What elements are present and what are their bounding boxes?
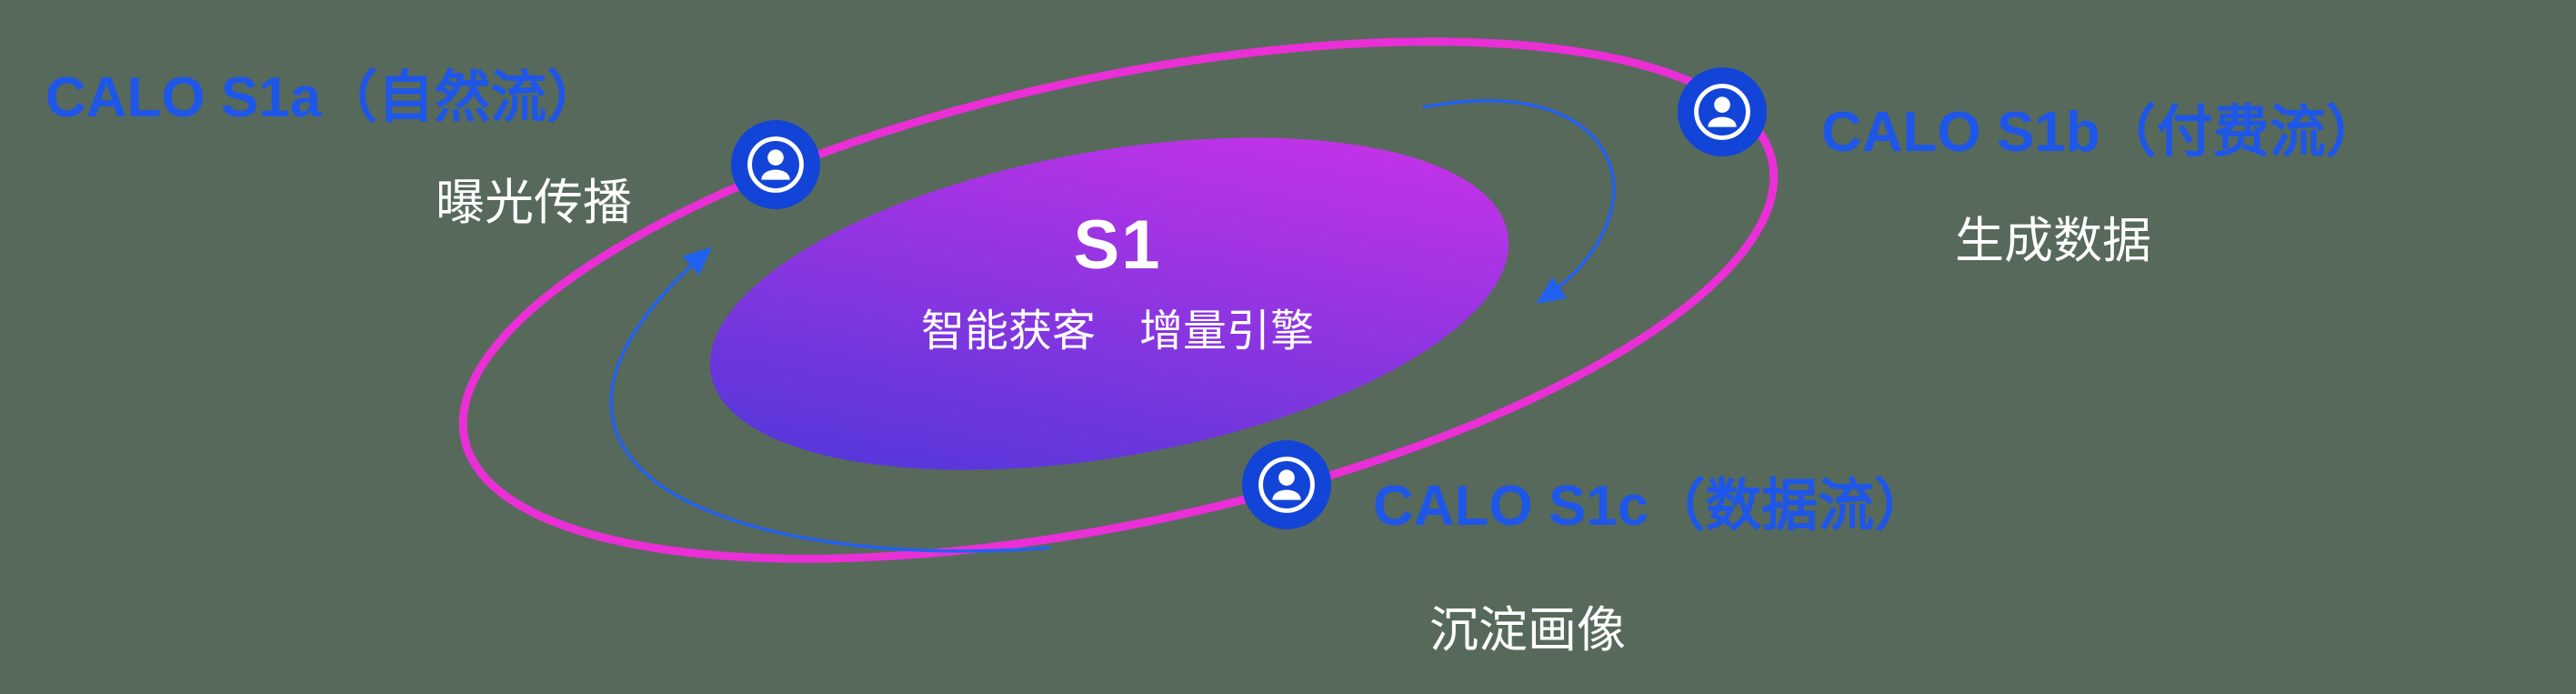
node-label-s1a: CALO S1a（自然流）	[45, 66, 604, 129]
user-in-circle-icon	[1678, 67, 1767, 156]
user-in-circle-icon	[731, 120, 820, 209]
node-sublabel-s1c: 沉淀画像	[1429, 603, 1626, 658]
user-icon-s1b	[1678, 67, 1767, 156]
user-icon-s1a	[731, 120, 820, 209]
user-in-circle-icon	[1242, 440, 1331, 529]
curved-arrow-right	[1422, 99, 1616, 304]
user-icon-s1c	[1242, 440, 1331, 529]
curved-arrow-left	[609, 246, 1051, 553]
node-sublabel-s1a: 曝光传播	[436, 176, 632, 230]
node-label-s1c: CALO S1c（数据流）	[1373, 475, 1931, 538]
node-label-s1b: CALO S1b（付费流）	[1821, 101, 2382, 164]
node-sublabel-s1b: 生成数据	[1955, 214, 2151, 268]
orbit-ring	[458, 37, 1779, 563]
center-gradient-ellipse	[709, 137, 1509, 470]
